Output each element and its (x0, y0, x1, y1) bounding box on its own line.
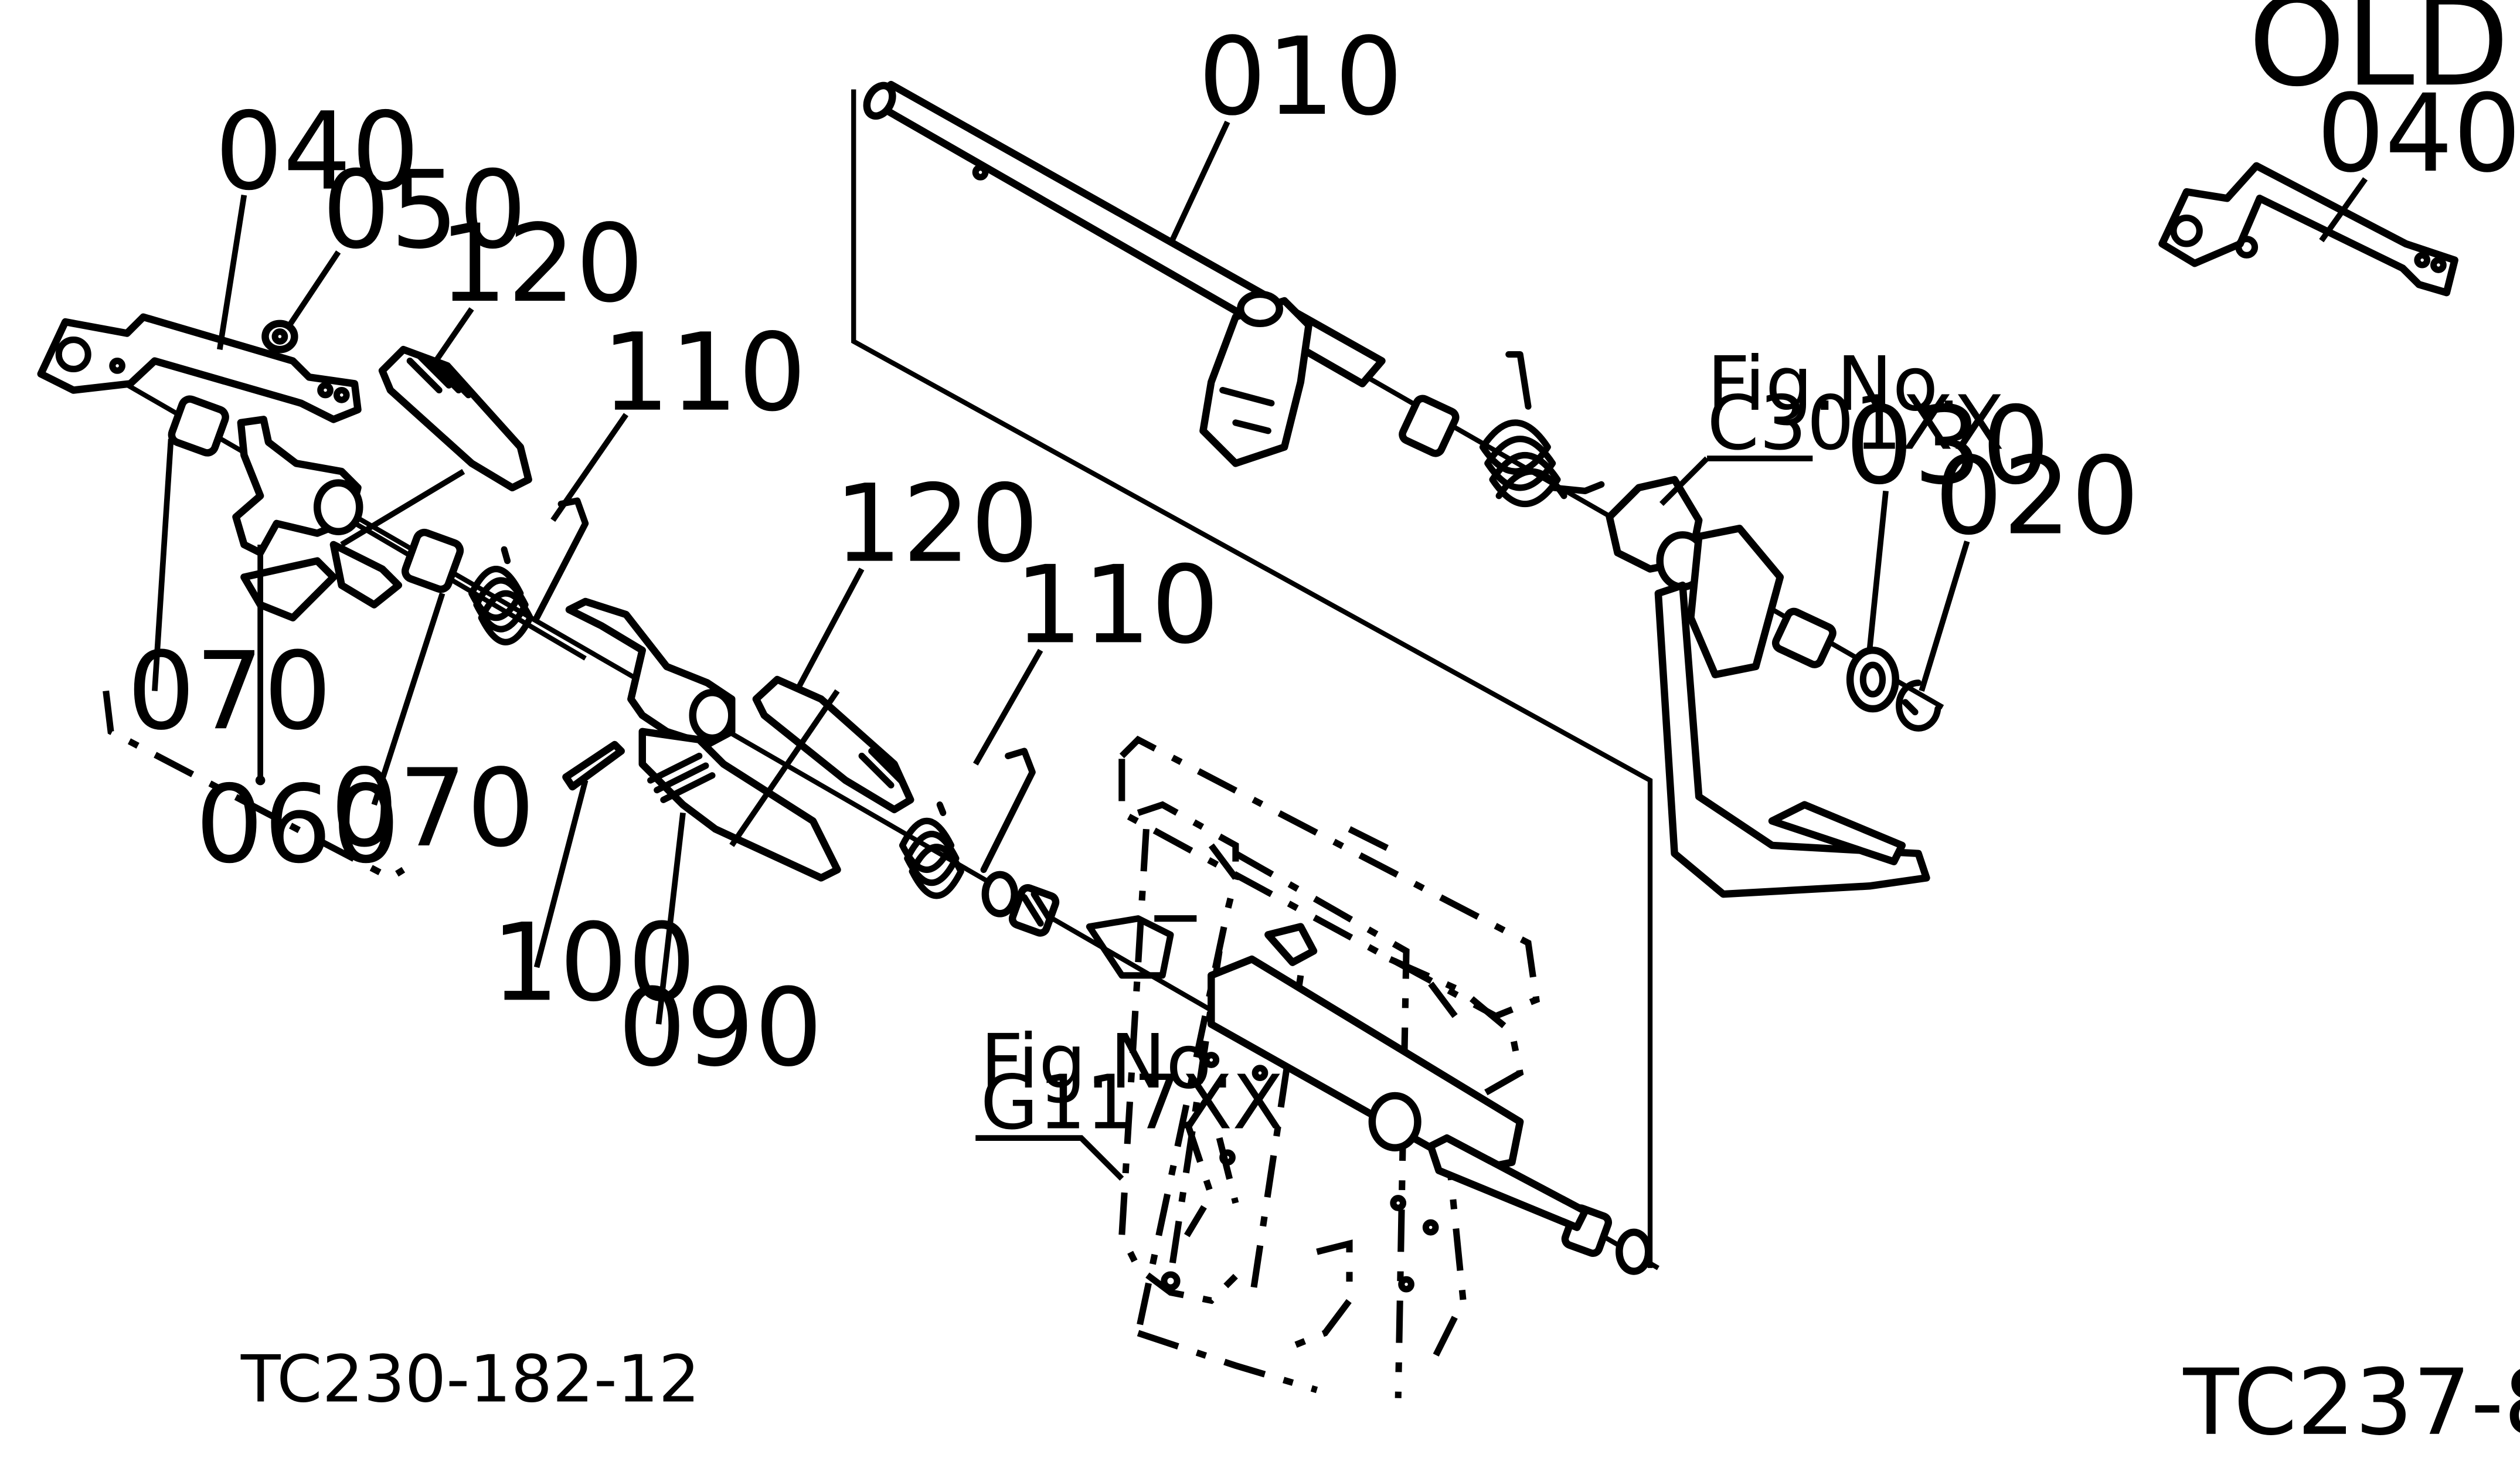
old-label: OLD (2248, 0, 2509, 114)
callout-040-old: 040 (2317, 72, 2520, 196)
spring-110-left (468, 497, 589, 645)
fig-ref-g117-line2: G117XX (981, 1059, 1284, 1146)
callout-010: 010 (1198, 15, 1403, 140)
pedal-center-assembly (562, 597, 841, 882)
bracket-040-main (37, 313, 362, 423)
callout-020: 020 (1934, 434, 2139, 559)
shaft-010 (863, 80, 1386, 467)
nut-050 (261, 320, 298, 354)
callout-070-a: 070 (127, 629, 332, 754)
callout-070-b: 070 (330, 746, 535, 871)
drawing-code-small: TC230-182-12 (240, 1341, 700, 1417)
callout-030: 030 (1845, 384, 2050, 509)
washer-030 (1846, 646, 1899, 713)
spring-110-center (899, 747, 1036, 899)
leader-lines (152, 120, 2368, 1181)
main-frame (1086, 735, 1589, 1398)
drawing-code-big: TC237-808-21 (2183, 1350, 2520, 1456)
callout-120-b: 120 (834, 462, 1039, 587)
callout-110-b: 110 (1015, 543, 1219, 668)
shaft-010-frame (851, 89, 1653, 1268)
callout-110-a: 110 (601, 311, 806, 436)
clip-020 (1896, 679, 1941, 732)
callout-120-a: 120 (439, 202, 644, 327)
fig-ref-c301-line1: Fig.No. (1707, 341, 1961, 428)
bracket-040-old (2158, 162, 2458, 297)
callout-040-main: 040 (215, 90, 419, 215)
callout-090: 090 (618, 966, 822, 1090)
fig-ref-g117-line1: Fig.No. (981, 1019, 1235, 1106)
pedal-left-assembly (168, 395, 403, 621)
spring-right-upper (1399, 351, 1605, 508)
pedal-right (1606, 475, 1930, 898)
bushing-070-lower (402, 528, 464, 593)
pad-120-center (752, 675, 914, 814)
callout-060: 060 (195, 763, 400, 888)
fig-ref-c301-line2: C301XX (1707, 380, 2004, 467)
callout-100: 100 (491, 900, 696, 1025)
callout-050: 050 (322, 148, 526, 273)
bearings-left (981, 871, 1652, 1275)
pad-120-upper (378, 345, 532, 492)
